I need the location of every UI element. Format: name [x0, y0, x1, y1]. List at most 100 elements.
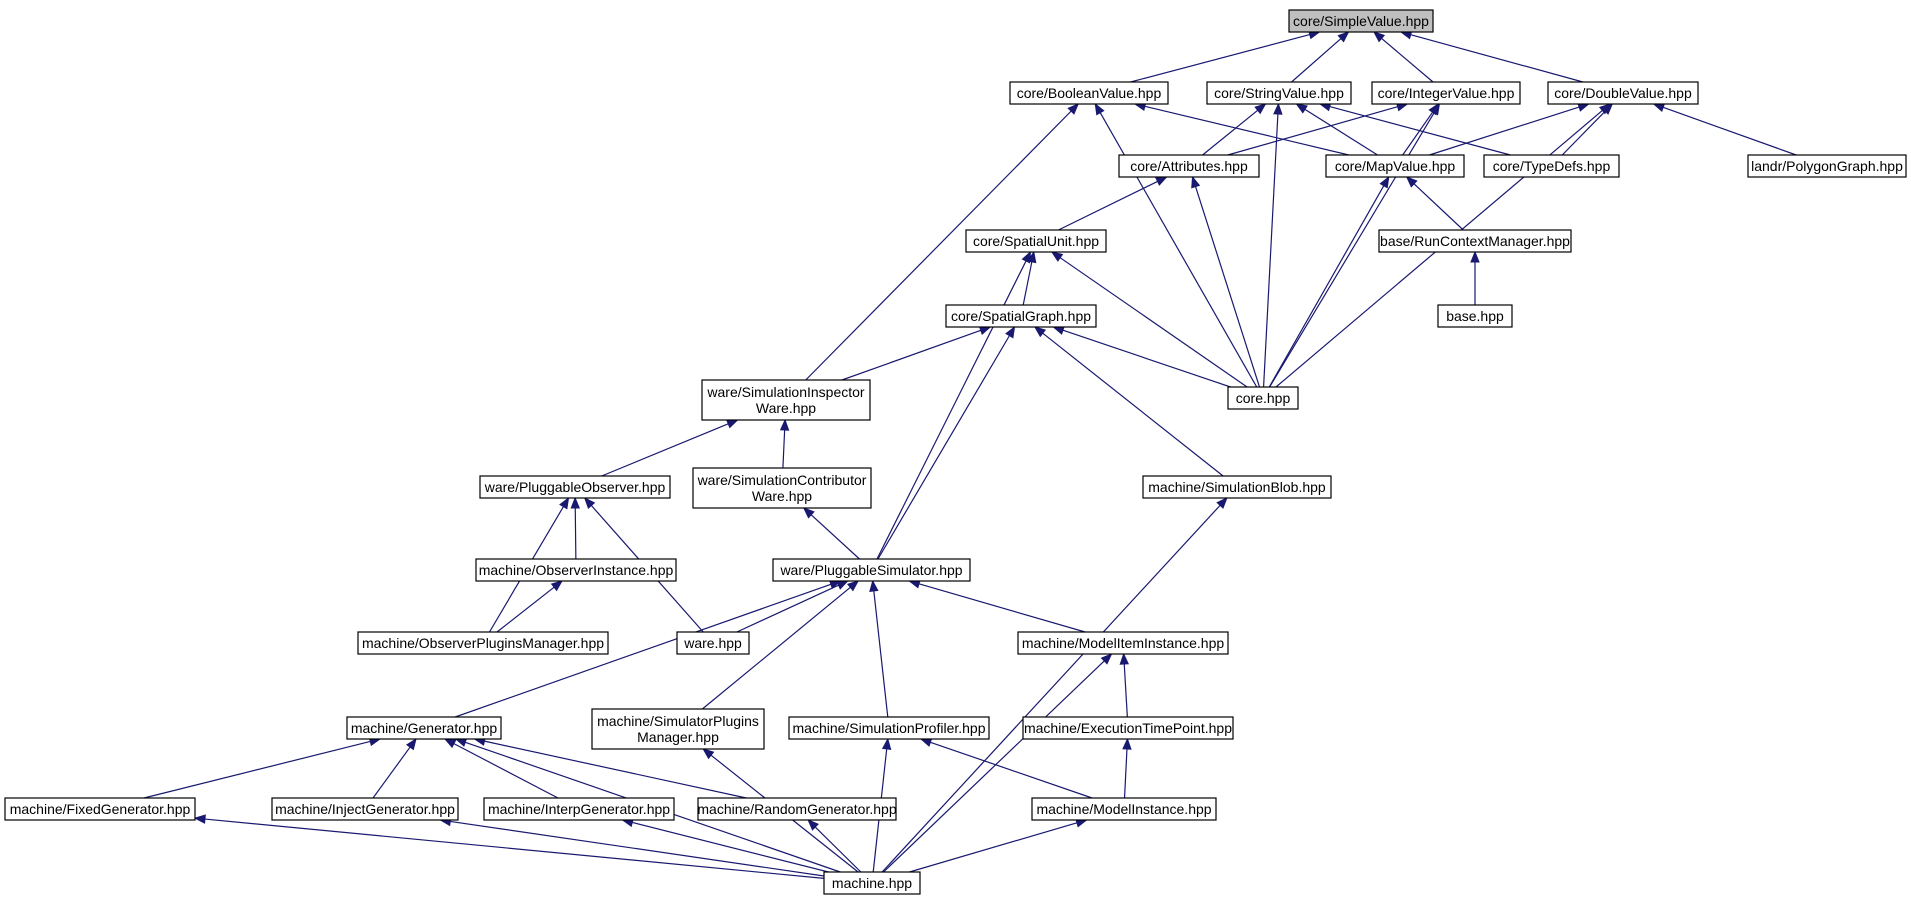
- edge-machinehpp-to-injectgenerator: [450, 820, 825, 877]
- arrowhead-modelinstance-to-simulationprofiler: [919, 737, 933, 747]
- edge-machinehpp-to-modelinstance: [909, 822, 1078, 873]
- node-label: Ware.hpp: [752, 488, 812, 504]
- edge-booleanvalue-to-simplevalue: [1130, 33, 1310, 83]
- node-integervalue[interactable]: core/IntegerValue.hpp: [1371, 81, 1521, 105]
- edge-executiontimepoint-to-modeliteminstance: [1123, 663, 1128, 718]
- arrowhead-simulatorpluginsmanager-to-pluggablesimulator: [846, 580, 860, 592]
- node-label: core.hpp: [1236, 390, 1291, 406]
- node-box: [357, 631, 609, 655]
- node-pluggablesimulator[interactable]: ware/PluggableSimulator.hpp: [772, 558, 971, 582]
- node-mapvalue[interactable]: core/MapValue.hpp: [1325, 154, 1465, 178]
- node-box: [271, 797, 459, 821]
- node-spatialunit[interactable]: core/SpatialUnit.hpp: [965, 229, 1107, 253]
- node-booleanvalue[interactable]: core/BooleanValue.hpp: [1009, 81, 1169, 105]
- node-runcontextmanager[interactable]: base/RunContextManager.hpp: [1378, 229, 1572, 253]
- node-machinehpp[interactable]: machine.hpp: [823, 871, 921, 895]
- node-label: Ware.hpp: [756, 400, 816, 416]
- node-observerinstance[interactable]: machine/ObserverInstance.hpp: [475, 558, 677, 582]
- arrowhead-machinehpp-to-modeliteminstance: [1100, 653, 1113, 665]
- node-box: [475, 558, 677, 582]
- node-stringvalue[interactable]: core/StringValue.hpp: [1206, 81, 1352, 105]
- node-polygongraph[interactable]: landr/PolygonGraph.hpp: [1747, 154, 1907, 178]
- node-randomgenerator[interactable]: machine/RandomGenerator.hpp: [697, 797, 897, 821]
- edge-mapvalue-to-stringvalue: [1304, 108, 1378, 156]
- arrowhead-simulationinspectorware-to-spatialgraph: [978, 326, 992, 335]
- node-interpgenerator[interactable]: machine/InterpGenerator.hpp: [483, 797, 675, 821]
- node-modeliteminstance[interactable]: machine/ModelItemInstance.hpp: [1017, 631, 1229, 655]
- edge-randomgenerator-to-generator: [484, 740, 747, 799]
- node-typedefs[interactable]: core/TypeDefs.hpp: [1483, 154, 1620, 178]
- arrowhead-corehpp-to-doublevalue: [1598, 103, 1612, 115]
- node-simulationprofiler[interactable]: machine/SimulationProfiler.hpp: [788, 716, 990, 740]
- edge-machinehpp-to-fixedgenerator: [204, 818, 825, 879]
- edge-simulationcontributorware-to-simulationinspectorware: [782, 429, 786, 469]
- arrowhead-machinehpp-to-simulationprofiler: [881, 737, 892, 750]
- node-label: machine/ModelItemInstance.hpp: [1022, 635, 1225, 651]
- edge-warehpp-to-pluggablesimulator: [736, 584, 839, 633]
- node-simulationblob[interactable]: machine/SimulationBlob.hpp: [1142, 475, 1332, 499]
- node-box: [692, 467, 872, 509]
- arrowhead-attributes-to-stringvalue: [1254, 103, 1267, 115]
- node-injectgenerator[interactable]: machine/InjectGenerator.hpp: [271, 797, 459, 821]
- node-box: [4, 797, 196, 821]
- node-label: core/SpatialGraph.hpp: [951, 308, 1091, 324]
- arrowhead-interpgenerator-to-generator: [443, 738, 457, 749]
- node-box: [1227, 386, 1299, 410]
- edge-mapvalue-to-doublevalue: [1429, 106, 1580, 156]
- node-warehpp[interactable]: ware.hpp: [676, 631, 750, 655]
- node-label: machine/ModelInstance.hpp: [1036, 801, 1211, 817]
- edge-mapvalue-to-integervalue: [1402, 111, 1434, 156]
- node-box: [1371, 81, 1521, 105]
- arrowhead-basehpp-to-runcontextmanager: [1470, 250, 1480, 263]
- node-label: machine/InterpGenerator.hpp: [488, 801, 670, 817]
- arrowhead-modelinstance-to-executiontimepoint: [1122, 737, 1132, 750]
- node-box: [483, 797, 675, 821]
- edge-attributes-to-integervalue: [1227, 106, 1398, 156]
- edge-machinehpp-to-interpgenerator: [632, 821, 829, 873]
- node-box: [1437, 304, 1513, 328]
- edge-corehpp-to-spatialunit: [1059, 257, 1248, 388]
- arrowhead-corehpp-to-spatialunit: [1050, 251, 1064, 262]
- edge-spatialunit-to-attributes: [1058, 180, 1158, 231]
- node-label: ware/PluggableSimulator.hpp: [779, 562, 962, 578]
- edge-doublevalue-to-simplevalue: [1410, 34, 1584, 83]
- arrowhead-warehpp-to-pluggableobserver: [583, 496, 596, 510]
- node-spatialgraph[interactable]: core/SpatialGraph.hpp: [945, 304, 1097, 328]
- nodes-layer: core/SimpleValue.hppcore/BooleanValue.hp…: [4, 9, 1907, 895]
- node-label: ware/PluggableObserver.hpp: [484, 479, 666, 495]
- node-label: base.hpp: [1446, 308, 1504, 324]
- node-box: [788, 716, 990, 740]
- node-label: machine/FixedGenerator.hpp: [10, 801, 191, 817]
- node-pluggableobserver[interactable]: ware/PluggableObserver.hpp: [479, 475, 671, 499]
- node-doublevalue[interactable]: core/DoubleValue.hpp: [1547, 81, 1699, 105]
- arrowhead-mapvalue-to-stringvalue: [1295, 103, 1308, 114]
- node-box: [823, 871, 921, 895]
- edge-corehpp-to-attributes: [1194, 186, 1261, 388]
- edge-fixedgenerator-to-generator: [143, 740, 371, 799]
- node-box: [1017, 631, 1229, 655]
- node-basehpp[interactable]: base.hpp: [1437, 304, 1513, 328]
- arrowhead-corehpp-to-attributes: [1191, 175, 1201, 189]
- edge-integervalue-to-simplevalue: [1381, 38, 1434, 83]
- node-label: ware/SimulationInspector: [706, 384, 865, 400]
- node-fixedgenerator[interactable]: machine/FixedGenerator.hpp: [4, 797, 196, 821]
- arrowhead-machinehpp-to-fixedgenerator: [193, 814, 206, 824]
- node-modelinstance[interactable]: machine/ModelInstance.hpp: [1031, 797, 1217, 821]
- node-label: machine/ExecutionTimePoint.hpp: [1024, 720, 1232, 736]
- node-generator[interactable]: machine/Generator.hpp: [346, 716, 502, 740]
- node-corehpp[interactable]: core.hpp: [1227, 386, 1299, 410]
- node-attributes[interactable]: core/Attributes.hpp: [1118, 154, 1260, 178]
- node-box: [1378, 229, 1572, 253]
- node-label: core/MapValue.hpp: [1335, 158, 1456, 174]
- node-executiontimepoint[interactable]: machine/ExecutionTimePoint.hpp: [1022, 716, 1234, 740]
- node-label: Manager.hpp: [637, 729, 719, 745]
- arrowhead-runcontextmanager-to-mapvalue: [1405, 176, 1418, 188]
- edge-simulatorpluginsmanager-to-pluggablesimulator: [701, 586, 851, 710]
- node-observerpluginsmanager[interactable]: machine/ObserverPluginsManager.hpp: [357, 631, 609, 655]
- arrowhead-machinehpp-to-simulatorpluginsmanager: [702, 748, 715, 760]
- node-label: core/TypeDefs.hpp: [1493, 158, 1611, 174]
